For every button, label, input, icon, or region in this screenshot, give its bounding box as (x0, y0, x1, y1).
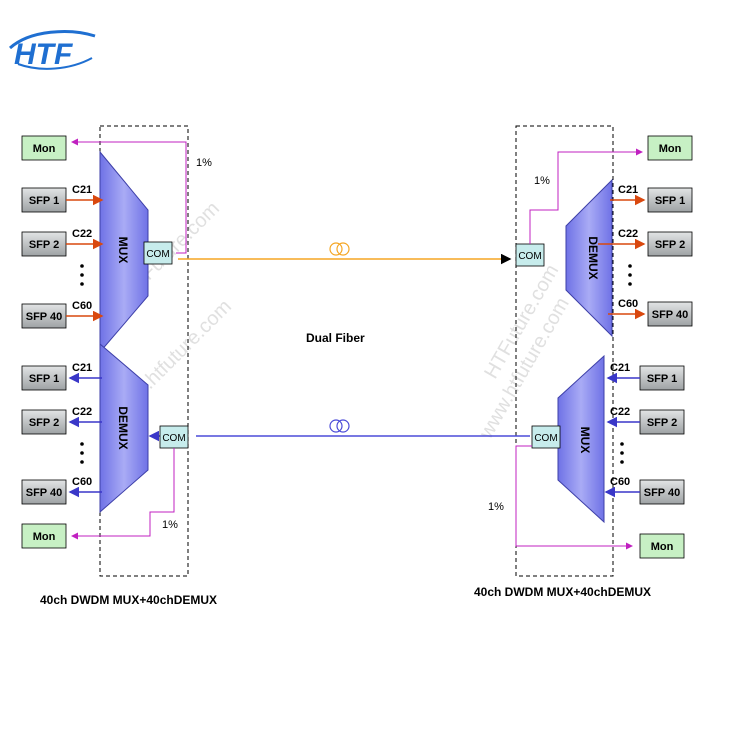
right-demux-chan-40: C60 (618, 298, 638, 310)
left-demux-chan-2: C22 (72, 406, 92, 418)
right-mon-bottom-box: Mon (639, 533, 685, 559)
left-mux: MUX (99, 150, 149, 354)
logo-text: HTF (14, 38, 73, 71)
right-pct-top: 1% (534, 175, 550, 187)
left-mux-chan-40: C60 (72, 300, 92, 312)
right-pct-bottom: 1% (488, 501, 504, 513)
left-mon-top-label: Mon (33, 143, 56, 155)
right-demux-ellipsis (628, 264, 632, 286)
right-com-bottom-label: COM (534, 433, 557, 444)
right-mux-sfp-2: SFP 2 (647, 417, 677, 429)
orange-fiber (178, 242, 512, 265)
right-mux-chan-2: C22 (610, 406, 630, 418)
left-mon-bottom-label: Mon (33, 531, 56, 543)
blue-fiber (148, 419, 530, 442)
right-demux-sfp-1: SFP 1 (655, 195, 685, 207)
left-pct-top: 1% (196, 157, 212, 169)
left-com-bottom-label: COM (162, 433, 185, 444)
left-mon-top-box: Mon (21, 135, 67, 161)
left-demux-label: DEMUX (116, 406, 130, 449)
right-mon-top-box: Mon (647, 135, 693, 161)
right-com-bottom: COM (531, 425, 561, 449)
left-demux: DEMUX (99, 342, 149, 514)
left-pct-bottom: 1% (162, 519, 178, 531)
right-mux-label: MUX (578, 427, 592, 454)
left-demux-sfp-2: SFP 2 (29, 417, 59, 429)
right-mux-port-1: SFP 1 C21 (606, 362, 685, 391)
right-mon-tap-bottom: 1% (488, 445, 633, 550)
right-mon-tap-top: 1% (529, 148, 643, 244)
right-mux-chan-40: C60 (610, 476, 630, 488)
right-demux-sfp-40: SFP 40 (652, 309, 689, 321)
left-demux-port-40: SFP 40 C60 (21, 476, 102, 505)
logo-swoosh-icon (8, 30, 96, 70)
right-mux-sfp-40: SFP 40 (644, 487, 681, 499)
left-mux-chan-1: C21 (72, 184, 92, 196)
right-demux-sfp-2: SFP 2 (655, 239, 685, 251)
left-com-top: COM (143, 241, 173, 265)
right-enclosure (515, 125, 614, 577)
watermark: HTFuture.com www.htfuture.com HTFuture.c… (107, 198, 574, 444)
left-demux-chan-1: C21 (72, 362, 92, 374)
right-demux-chan-1: C21 (618, 184, 638, 196)
left-demux-ellipsis (80, 442, 84, 464)
right-mon-top-label: Mon (659, 143, 682, 155)
right-demux-chan-2: C22 (618, 228, 638, 240)
left-mux-sfp-40: SFP 40 (26, 311, 63, 323)
left-mon-tap-bottom: 1% (71, 448, 178, 540)
right-mux-port-2: SFP 2 C22 (606, 406, 685, 435)
left-mon-bottom-box: Mon (21, 523, 67, 549)
left-mux-port-40: SFP 40 C60 (21, 300, 104, 329)
right-mux: MUX (557, 354, 605, 524)
right-mux-chan-1: C21 (610, 362, 630, 374)
left-com-bottom: COM (159, 425, 189, 449)
left-demux-chan-40: C60 (72, 476, 92, 488)
htf-logo: HTF (8, 30, 96, 71)
left-mon-tap-top: 1% (71, 138, 212, 254)
left-demux-sfp-40: SFP 40 (26, 487, 63, 499)
left-demux-port-1: SFP 1 C21 (21, 362, 102, 391)
left-mux-sfp-1: SFP 1 (29, 195, 59, 207)
left-mux-ellipsis (80, 264, 84, 286)
right-demux-port-40: SFP 40 C60 (608, 298, 693, 327)
left-demux-port-2: SFP 2 C22 (21, 406, 102, 435)
right-caption: 40ch DWDM MUX+40chDEMUX (474, 585, 651, 599)
left-mux-sfp-2: SFP 2 (29, 239, 59, 251)
left-mux-chan-2: C22 (72, 228, 92, 240)
left-mux-port-2: SFP 2 C22 (21, 228, 104, 257)
right-demux-port-2: SFP 2 C22 (598, 228, 693, 257)
right-com-top-label: COM (518, 251, 541, 262)
dual-fiber-label: Dual Fiber (306, 331, 365, 345)
right-com-top: COM (515, 243, 545, 267)
right-mux-sfp-1: SFP 1 (647, 373, 677, 385)
left-mux-label: MUX (116, 237, 130, 264)
left-com-top-label: COM (146, 249, 169, 260)
right-mon-bottom-label: Mon (651, 541, 674, 553)
left-caption: 40ch DWDM MUX+40chDEMUX (40, 593, 217, 607)
left-demux-sfp-1: SFP 1 (29, 373, 59, 385)
right-mux-port-40: SFP 40 C60 (604, 476, 685, 505)
left-mux-port-1: SFP 1 C21 (21, 184, 104, 213)
right-mux-ellipsis (620, 442, 624, 464)
right-demux: DEMUX (565, 178, 613, 338)
right-demux-label: DEMUX (586, 236, 600, 279)
right-demux-port-1: SFP 1 C21 (610, 184, 693, 213)
